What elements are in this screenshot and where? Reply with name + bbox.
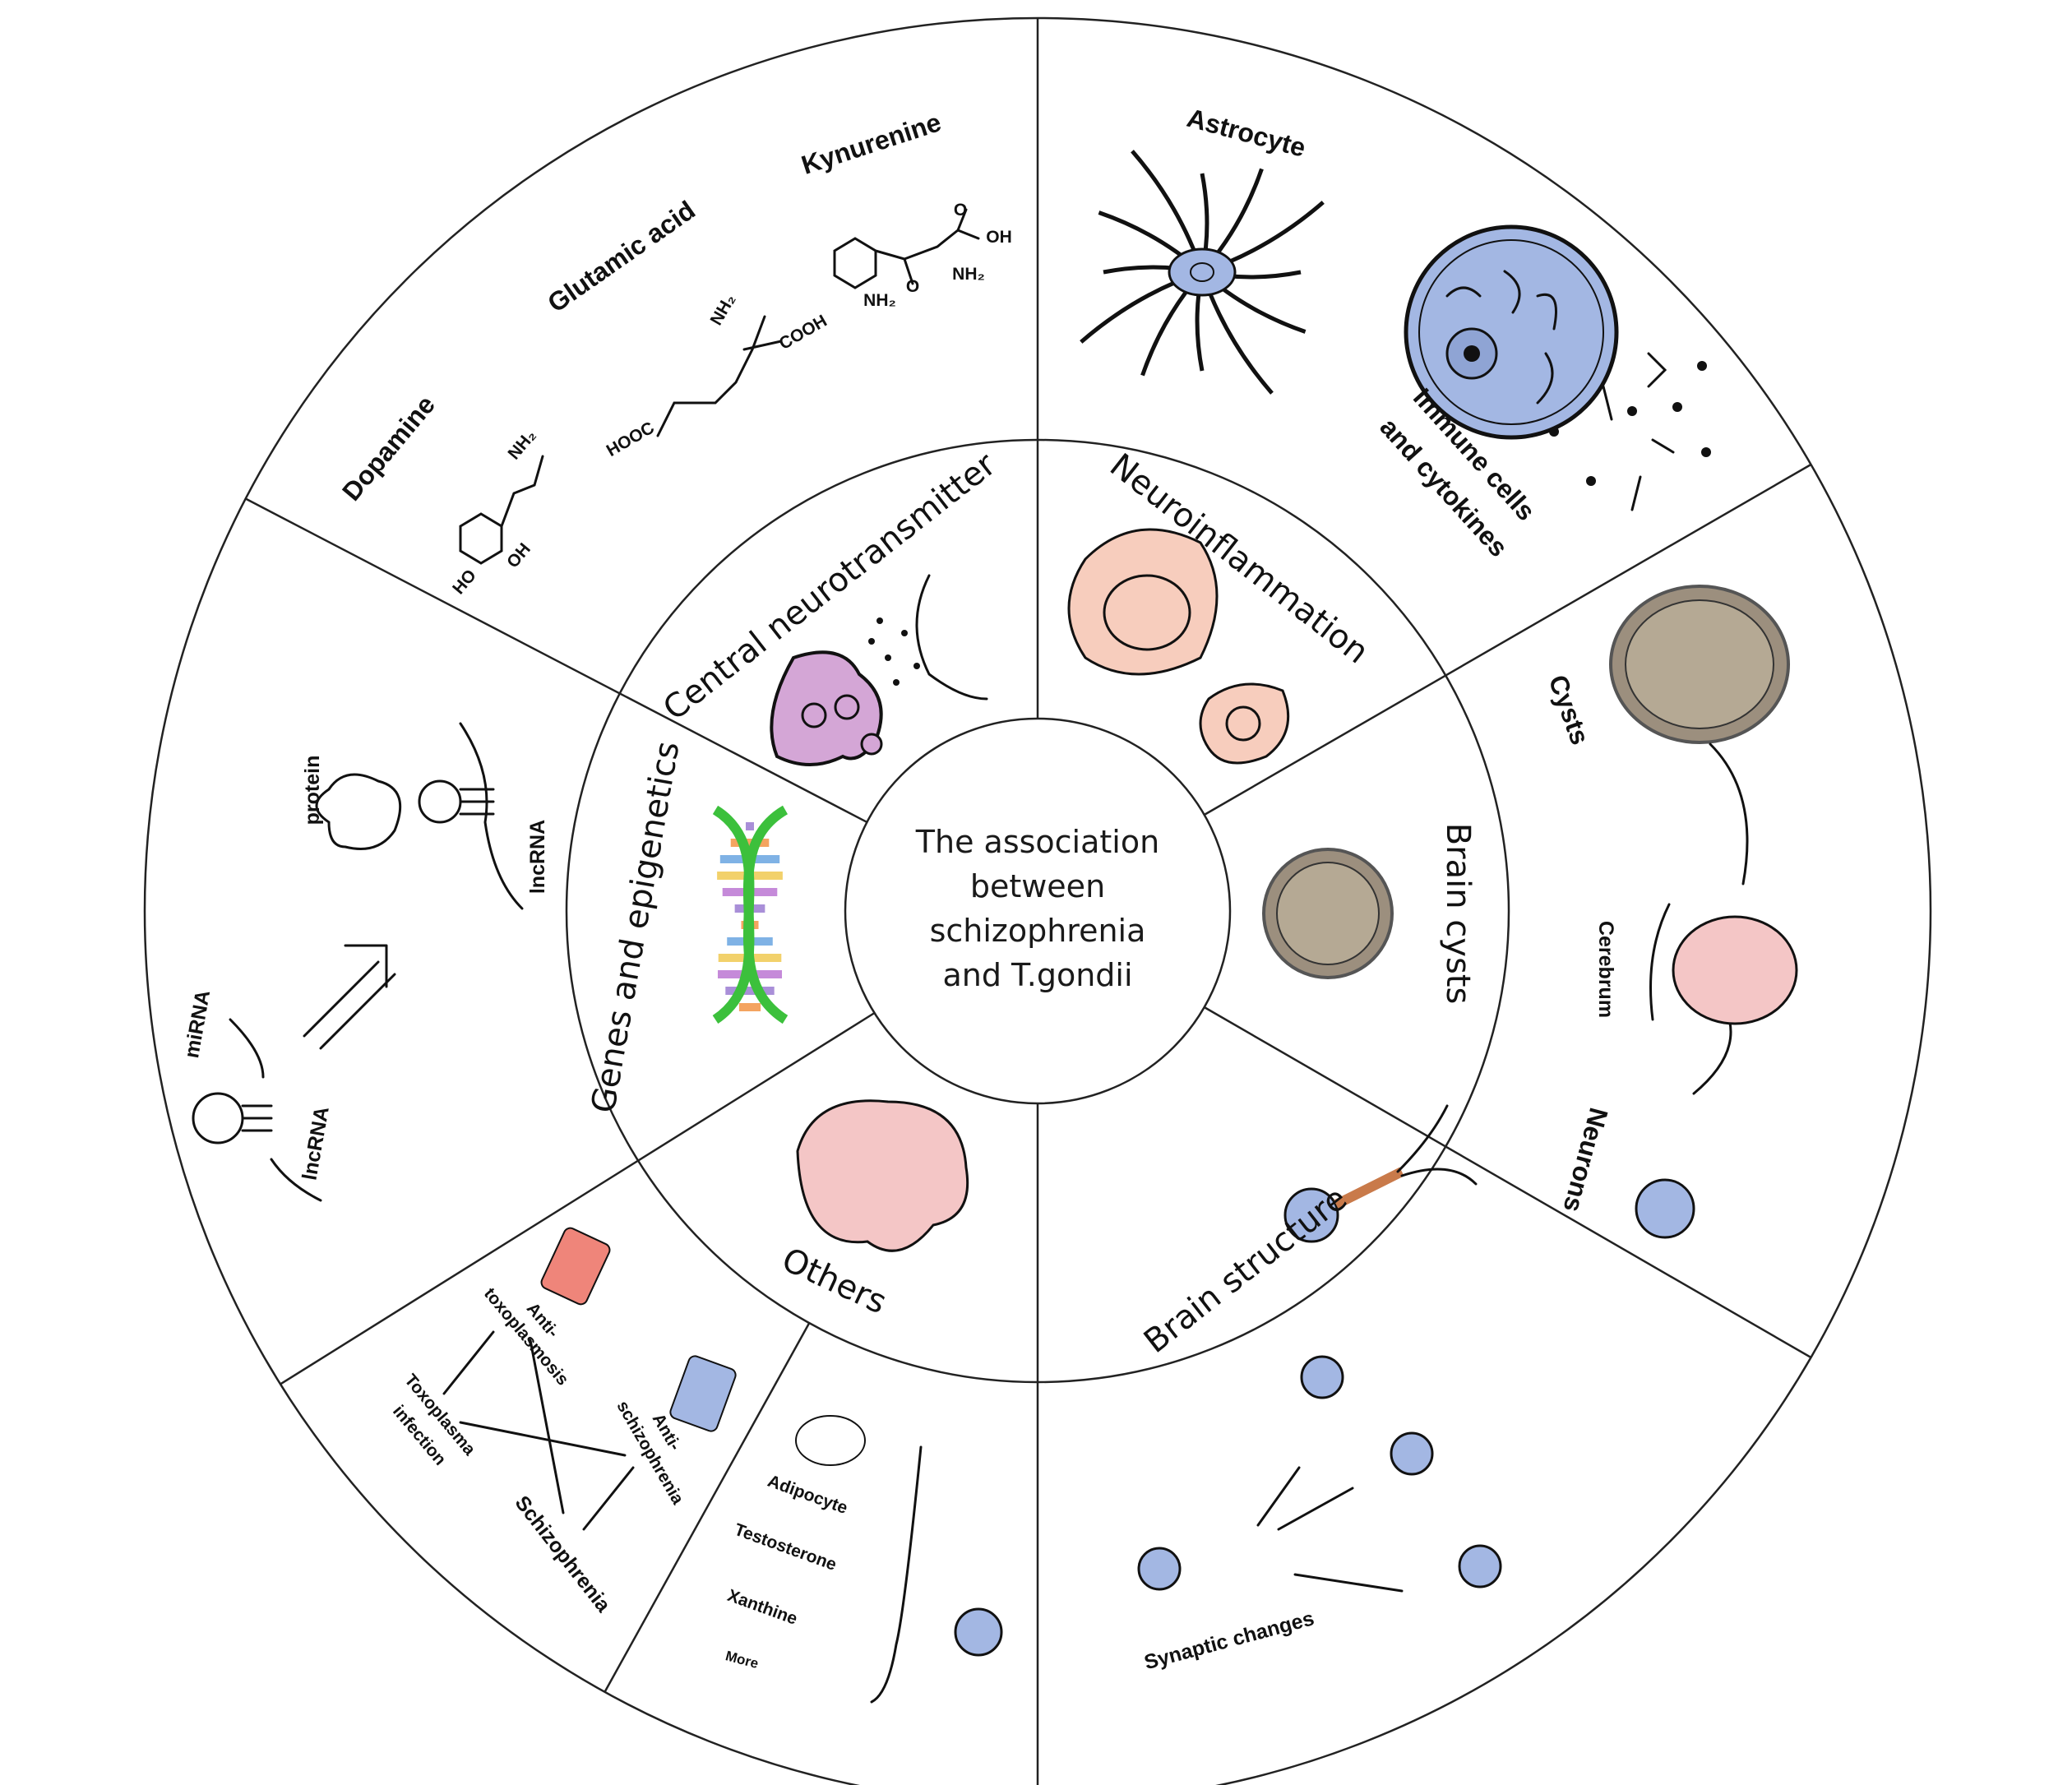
neurotransmitter-structures <box>459 208 980 565</box>
label-protein: protein <box>301 756 324 825</box>
label-cerebrum: Cerebrum <box>1594 921 1617 1018</box>
center-line-1: The association <box>915 824 1159 860</box>
label-cysts: Cysts <box>1543 671 1596 748</box>
label-dopamine: Dopamine <box>336 390 441 506</box>
center-line-2: between <box>970 868 1105 904</box>
dna-illustration <box>712 805 789 1024</box>
sector-divider <box>604 1322 811 1693</box>
label-adipocyte: Adipocyte <box>765 1472 850 1518</box>
label-glutamic-acid: Glutamic acid <box>542 195 701 318</box>
label-mirna: miRNA <box>180 988 215 1060</box>
synapse-illustration <box>770 574 988 766</box>
cerebrum-illustration <box>1649 903 1798 1025</box>
astrocyte-illustration <box>1080 150 1325 395</box>
dna-base-pair <box>746 822 754 830</box>
inner-circle <box>844 717 1232 1105</box>
sector-divider <box>1204 1006 1812 1359</box>
sector-divider <box>245 497 868 824</box>
dna-base-pair <box>725 987 775 995</box>
dna-strand <box>712 805 789 1024</box>
label-kynurenine: Kynurenine <box>798 107 945 180</box>
chem-ho: HO <box>449 566 480 598</box>
label-others: Others <box>776 1241 892 1321</box>
label-lncrna-bottom: lncRNA <box>298 1105 333 1182</box>
ring-structure <box>144 17 1931 1785</box>
label-testosterone: Testosterone <box>732 1520 839 1575</box>
label-brain-cysts: Brain cysts <box>1439 823 1477 1005</box>
hormones-illustration <box>795 1415 923 1704</box>
label-more: More <box>724 1648 760 1672</box>
medicine-bottle-icons <box>442 1227 737 1531</box>
chem-nh2-kyn-b: NH₂ <box>952 265 985 284</box>
chem-o-kyn-b: O <box>954 201 967 220</box>
label-xanthine: Xanthine <box>725 1586 800 1629</box>
chem-nh2-kyn-a: NH₂ <box>863 291 896 310</box>
chem-oh: OH <box>503 539 534 571</box>
center-title: The association between schizophrenia an… <box>915 824 1159 993</box>
brain-cyst-illustration <box>1262 848 1394 979</box>
cytokines-icon <box>1549 352 1711 511</box>
label-lncrna-top: lncRNA <box>526 820 549 894</box>
rna-illustration <box>192 722 524 1202</box>
label-genes-epigenetics: Genes and epigenetics <box>585 738 687 1116</box>
neuron-icon <box>954 1104 1695 1657</box>
sector-divider <box>280 1011 876 1385</box>
chem-nh2-dopamine: NH₂ <box>504 426 539 463</box>
inflamed-cells-illustration <box>1067 528 1290 765</box>
chem-nh2-glutamate: NH₂ <box>706 291 739 329</box>
label-neurons: Neurons <box>1557 1105 1613 1216</box>
chem-oh-kyn: OH <box>986 228 1012 247</box>
chem-cooh: COOH <box>776 312 830 354</box>
center-line-4: and T.gondii <box>942 957 1132 993</box>
chem-o-kyn: O <box>906 277 919 296</box>
label-anti-toxo-2: toxoplasmosis <box>480 1284 572 1389</box>
dna-base-pair <box>738 1003 761 1011</box>
cyst-illustration <box>1609 585 1790 1095</box>
label-astrocyte: Astrocyte <box>1184 103 1309 163</box>
brain-illustration <box>796 1099 969 1252</box>
sector-divider <box>1204 463 1812 816</box>
label-synaptic-changes: Synaptic changes <box>1142 1607 1317 1674</box>
dna-base-pair <box>730 839 770 847</box>
center-line-3: schizophrenia <box>930 913 1146 949</box>
immune-cell-illustration <box>1404 224 1619 440</box>
chem-hooc: HOOC <box>604 419 658 460</box>
